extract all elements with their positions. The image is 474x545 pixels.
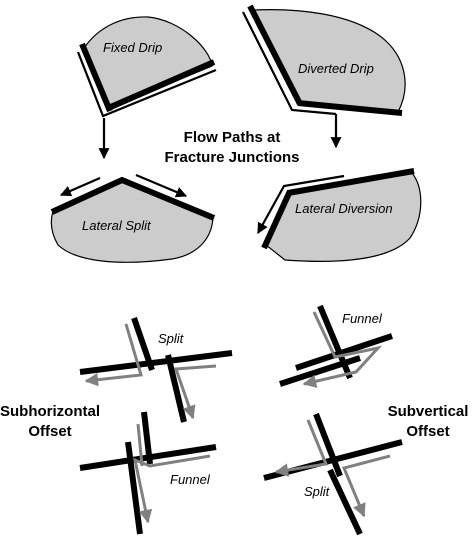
sh-split-label: Split [158, 331, 185, 346]
sv-funnel-label: Funnel [342, 311, 383, 326]
lateral-diversion-flow-path [257, 174, 345, 234]
subhorizontal-line1: Subhorizontal [0, 403, 100, 420]
fixed-drip-panel: Fixed Drip [76, 16, 217, 160]
sv-split-right-flow [341, 454, 391, 518]
sv-split-label: Split [304, 484, 331, 499]
lateral-split-rock-block [50, 179, 214, 263]
lateral-split-right-arrow [135, 173, 188, 198]
diverted-drip-lower-fracture [297, 100, 403, 116]
subvertical-line2: Offset [406, 423, 449, 440]
subhorizontal-funnel-cross: Funnel [79, 411, 217, 535]
lateral-diversion-rock-block [265, 172, 422, 262]
center-title-line1: Flow Paths at [184, 129, 281, 146]
sh-split-left-flow [84, 323, 143, 387]
fixed-drip-rock-block [83, 16, 213, 110]
sv-funnel-upper-horizontal [295, 333, 393, 371]
diverted-drip-label: Diverted Drip [298, 61, 374, 76]
sh-funnel-label: Funnel [170, 472, 211, 487]
lateral-diversion-panel: Lateral Diversion [257, 168, 422, 262]
sh-funnel-right-flow [132, 454, 211, 524]
subhorizontal-line2: Offset [28, 423, 71, 440]
lateral-diversion-lower-fracture [261, 189, 293, 250]
subvertical-split-cross: Split [263, 412, 403, 536]
center-title-line2: Fracture Junctions [164, 149, 299, 166]
diverted-drip-upper-fracture [247, 4, 303, 106]
lateral-split-fracture [50, 176, 216, 221]
subvertical-line1: Subvertical [388, 403, 469, 420]
sv-split-lower-vertical [327, 468, 363, 536]
sh-split-right-flow [173, 364, 217, 420]
lateral-split-label: Lateral Split [82, 218, 152, 233]
fixed-drip-label: Fixed Drip [103, 40, 162, 55]
lateral-split-left-arrow [59, 176, 101, 197]
center-title: Flow Paths at Fracture Junctions [164, 129, 299, 166]
sv-funnel-flow [302, 311, 383, 388]
fixed-drip-upper-fracture [79, 42, 113, 113]
sh-split-horizontal [79, 350, 233, 375]
subvertical-funnel-cross: Funnel [279, 304, 393, 388]
sv-split-left-flow [274, 419, 329, 477]
sh-funnel-left-flow [136, 423, 144, 467]
lateral-diversion-upper-fracture [287, 168, 415, 196]
sv-split-upper-vertical [313, 412, 343, 478]
diverted-drip-panel: Diverted Drip [242, 4, 406, 149]
diverted-drip-flow-path [242, 11, 337, 116]
sh-split-lower-vertical [165, 354, 187, 423]
lateral-diversion-label: Lateral Diversion [295, 201, 393, 216]
subhorizontal-offset-label: Subhorizontal Offset [0, 403, 100, 440]
fixed-drip-lower-fracture [104, 59, 216, 112]
subvertical-offset-label: Subvertical Offset [388, 403, 469, 440]
sh-funnel-lower-vertical [125, 441, 143, 535]
sh-funnel-horizontal [79, 444, 217, 471]
fixed-drip-flow-path [76, 51, 217, 118]
subhorizontal-split-cross: Split [79, 317, 233, 423]
sv-funnel-lower-horizontal [279, 355, 361, 387]
lateral-split-panel: Lateral Split [50, 173, 216, 263]
